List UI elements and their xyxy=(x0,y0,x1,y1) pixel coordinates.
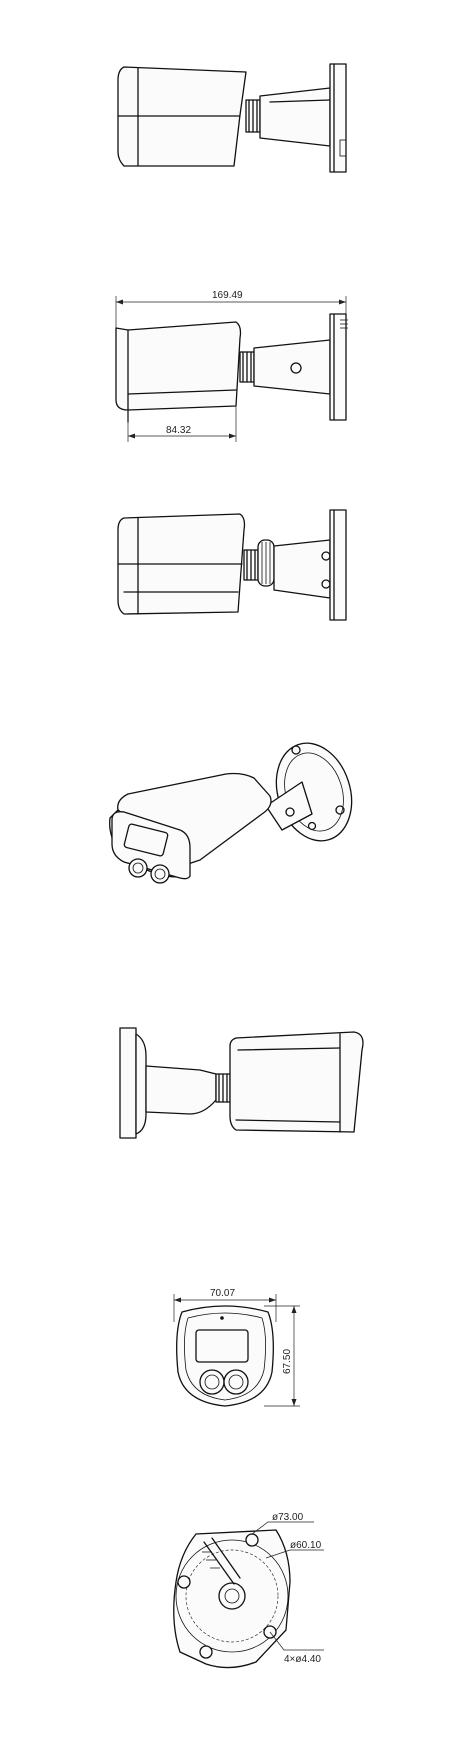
front-width-label: 70.07 xyxy=(210,1288,235,1299)
base-hole-circle-label: ø60.10 xyxy=(290,1540,322,1551)
base-outer-diameter-label: ø73.00 xyxy=(272,1512,304,1523)
overall-length-label: 169.49 xyxy=(212,290,243,301)
front-view-dimensioned: 70.07 67.50 xyxy=(0,1282,470,1442)
housing-length-label: 84.32 xyxy=(166,425,191,436)
mounting-holes-label: 4×ø4.40 xyxy=(284,1654,321,1665)
mounting-base-view: ø73.00 ø60.10 4×ø4.40 xyxy=(0,1512,470,1682)
side-view-dimensioned: 169.49 84.32 xyxy=(0,282,470,452)
front-height-label: 67.50 xyxy=(282,1349,293,1374)
reverse-side-view xyxy=(0,1016,470,1146)
isometric-view xyxy=(0,730,470,930)
top-view xyxy=(0,40,470,180)
bottom-view xyxy=(0,500,470,640)
